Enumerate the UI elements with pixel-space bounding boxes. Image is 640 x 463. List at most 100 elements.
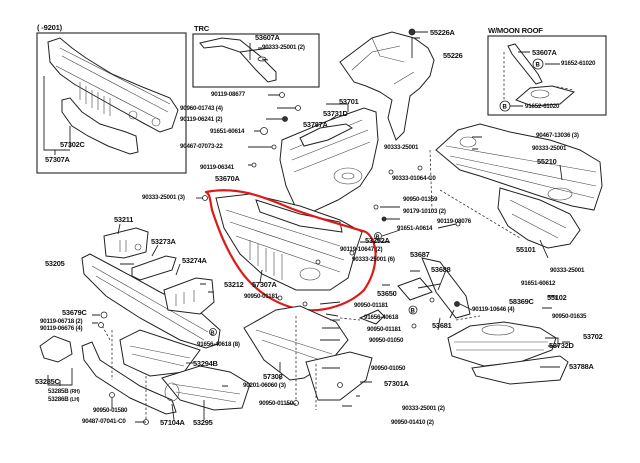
- part-53274A: 53274A: [182, 256, 207, 265]
- part-57104A: 57104A: [160, 418, 185, 427]
- part-55226A: 55226A: [430, 28, 455, 37]
- part-55226: 55226: [443, 51, 463, 60]
- part-57301A: 57301A: [384, 379, 409, 388]
- part-53731D: 53731D: [323, 109, 348, 118]
- part-57307A-inset: 57307A: [45, 155, 70, 164]
- part-53286B-number: 53286B: [48, 396, 69, 403]
- part-90950-01050-a: 90950-01050: [369, 337, 404, 344]
- part-90119-10647: 90119-10647 (2): [340, 246, 383, 253]
- inset-label-moonroof: W/MOON ROOF: [488, 26, 543, 35]
- part-53286B: 53286B (LH): [48, 396, 80, 403]
- part-53701: 53701: [339, 97, 359, 106]
- part-53688: 53688: [431, 265, 451, 274]
- part-90487-07041-C0: 90487-07041-C0: [82, 418, 126, 425]
- part-57308: 57308: [263, 372, 283, 381]
- part-53212: 53212: [224, 280, 244, 289]
- part-90467-13036: 90467-13036 (3): [536, 132, 579, 139]
- part-53285B-number: 53285B: [48, 388, 69, 395]
- dash-panel-drawing: [429, 123, 603, 249]
- inset-box-moonroof: [487, 35, 607, 116]
- part-90333-25001-6: 90333-25001 (6): [352, 256, 395, 263]
- moonroof-bracket-drawing: B B: [499, 43, 576, 112]
- part-57302C: 57302C: [60, 140, 85, 149]
- fasteners: B B: [202, 92, 461, 337]
- part-91651-60612: 91651-60612: [521, 280, 556, 287]
- part-53702: 53702: [583, 332, 603, 341]
- part-90333-25001-mid: 90333-25001: [384, 144, 419, 151]
- part-91651-60614: 91651-60614: [210, 128, 245, 135]
- part-58369C: 58369C: [509, 297, 534, 306]
- front-floor-pan-drawing: [39, 311, 251, 425]
- part-53205: 53205: [45, 259, 65, 268]
- inset-label-trc: TRC: [194, 24, 210, 33]
- part-90950-01359: 90950-01359: [403, 196, 438, 203]
- part-91656-40618-b: 91656-40618: [364, 314, 399, 321]
- inset-box-trc: [192, 33, 320, 88]
- part-55101: 55101: [516, 245, 536, 254]
- part-90950-01050-b: 90950-01050: [371, 365, 406, 372]
- part-53732D: 53732D: [549, 341, 574, 350]
- svg-text:B: B: [503, 105, 508, 111]
- part-90467-07073-22: 90467-07073-22: [180, 143, 223, 150]
- rear-floor-pan-drawing: [279, 107, 379, 213]
- part-53650: 53650: [377, 289, 397, 298]
- part-53292A: 53292A: [365, 236, 390, 245]
- part-90179-10103: 90179-10103 (2): [403, 208, 446, 215]
- part-53286B-side: (LH): [70, 397, 80, 403]
- svg-text:B: B: [536, 63, 541, 69]
- part-53607A-moonroof: 53607A: [532, 48, 557, 57]
- part-57307A: 57307A: [252, 280, 277, 289]
- part-53788A: 53788A: [569, 362, 594, 371]
- part-91656-40618-a: 91656-40618 (8): [197, 341, 240, 348]
- part-53285B: 53285B (RH): [48, 388, 80, 395]
- part-53787A: 53787A: [303, 120, 328, 129]
- part-90119-06718: 90119-06718 (2): [40, 318, 83, 325]
- part-90201-06060: 90201-06060 (3): [243, 382, 286, 389]
- front-crossmember-drawing: [81, 227, 221, 349]
- part-90950-01410: 90950-01410 (2): [391, 419, 434, 426]
- part-90950-01181-b: 90950-01181: [354, 302, 388, 309]
- part-90119-08677: 90119-08677: [211, 91, 245, 98]
- part-90119-06676: 90119-06676 (4): [40, 325, 83, 332]
- part-90960-01743: 90960-01743 (4): [180, 105, 223, 112]
- svg-text:B: B: [411, 309, 416, 315]
- part-55210: 55210: [537, 157, 557, 166]
- rear-side-member-drawing: [43, 37, 179, 155]
- part-90333-01064-C0: 90333-01064-C0: [392, 175, 436, 182]
- part-53285B-side: (RH): [70, 389, 80, 395]
- part-91652-61020-a: 91652-61020: [561, 60, 596, 67]
- part-90119-06341: 90119-06341: [200, 164, 234, 171]
- part-53285C: 53285C: [35, 377, 60, 386]
- part-91652-61020-b: 91652-61020: [525, 103, 560, 110]
- part-91651-A0614: 91651-A0614: [397, 225, 433, 232]
- part-90950-01181-c: 90950-01181: [367, 326, 401, 333]
- part-90119-08076: 90119-08076: [437, 218, 471, 225]
- part-90333-25001-2: 90333-25001 (2): [402, 405, 445, 412]
- leader-lines: [47, 31, 570, 423]
- part-90333-25001-3: 90333-25001 (3): [142, 194, 185, 201]
- inset-label-early-model: ( -9201): [37, 23, 62, 32]
- part-53273A: 53273A: [151, 237, 176, 246]
- center-floor-pan-drawing: [215, 193, 363, 291]
- part-53295: 53295: [193, 418, 213, 427]
- part-90119-10646: 90119-10646 (4): [472, 306, 515, 313]
- rear-undercover-drawing: [243, 305, 385, 410]
- part-90333-25001-trc: 90333-25001 (2): [262, 44, 305, 51]
- inset-box-early-model: [36, 32, 187, 174]
- part-90119-06241: 90119-06241 (2): [180, 116, 223, 123]
- highlight-outline: [204, 189, 377, 312]
- part-90950-01635: 90950-01635: [552, 313, 587, 320]
- rear-pan-drawing: B: [397, 257, 569, 385]
- part-90950-01181-a: 90950-01181: [244, 293, 278, 300]
- part-53670A: 53670A: [215, 174, 240, 183]
- part-90333-25001-r2: 90333-25001: [550, 267, 585, 274]
- svg-text:B: B: [211, 331, 215, 337]
- part-53607A-trc: 53607A: [255, 33, 280, 42]
- part-53687: 53687: [410, 250, 430, 259]
- part-53211: 53211: [114, 215, 134, 224]
- part-53679C: 53679C: [62, 308, 87, 317]
- part-90950-01580: 90950-01580: [93, 407, 128, 414]
- part-55102: 55102: [547, 293, 567, 302]
